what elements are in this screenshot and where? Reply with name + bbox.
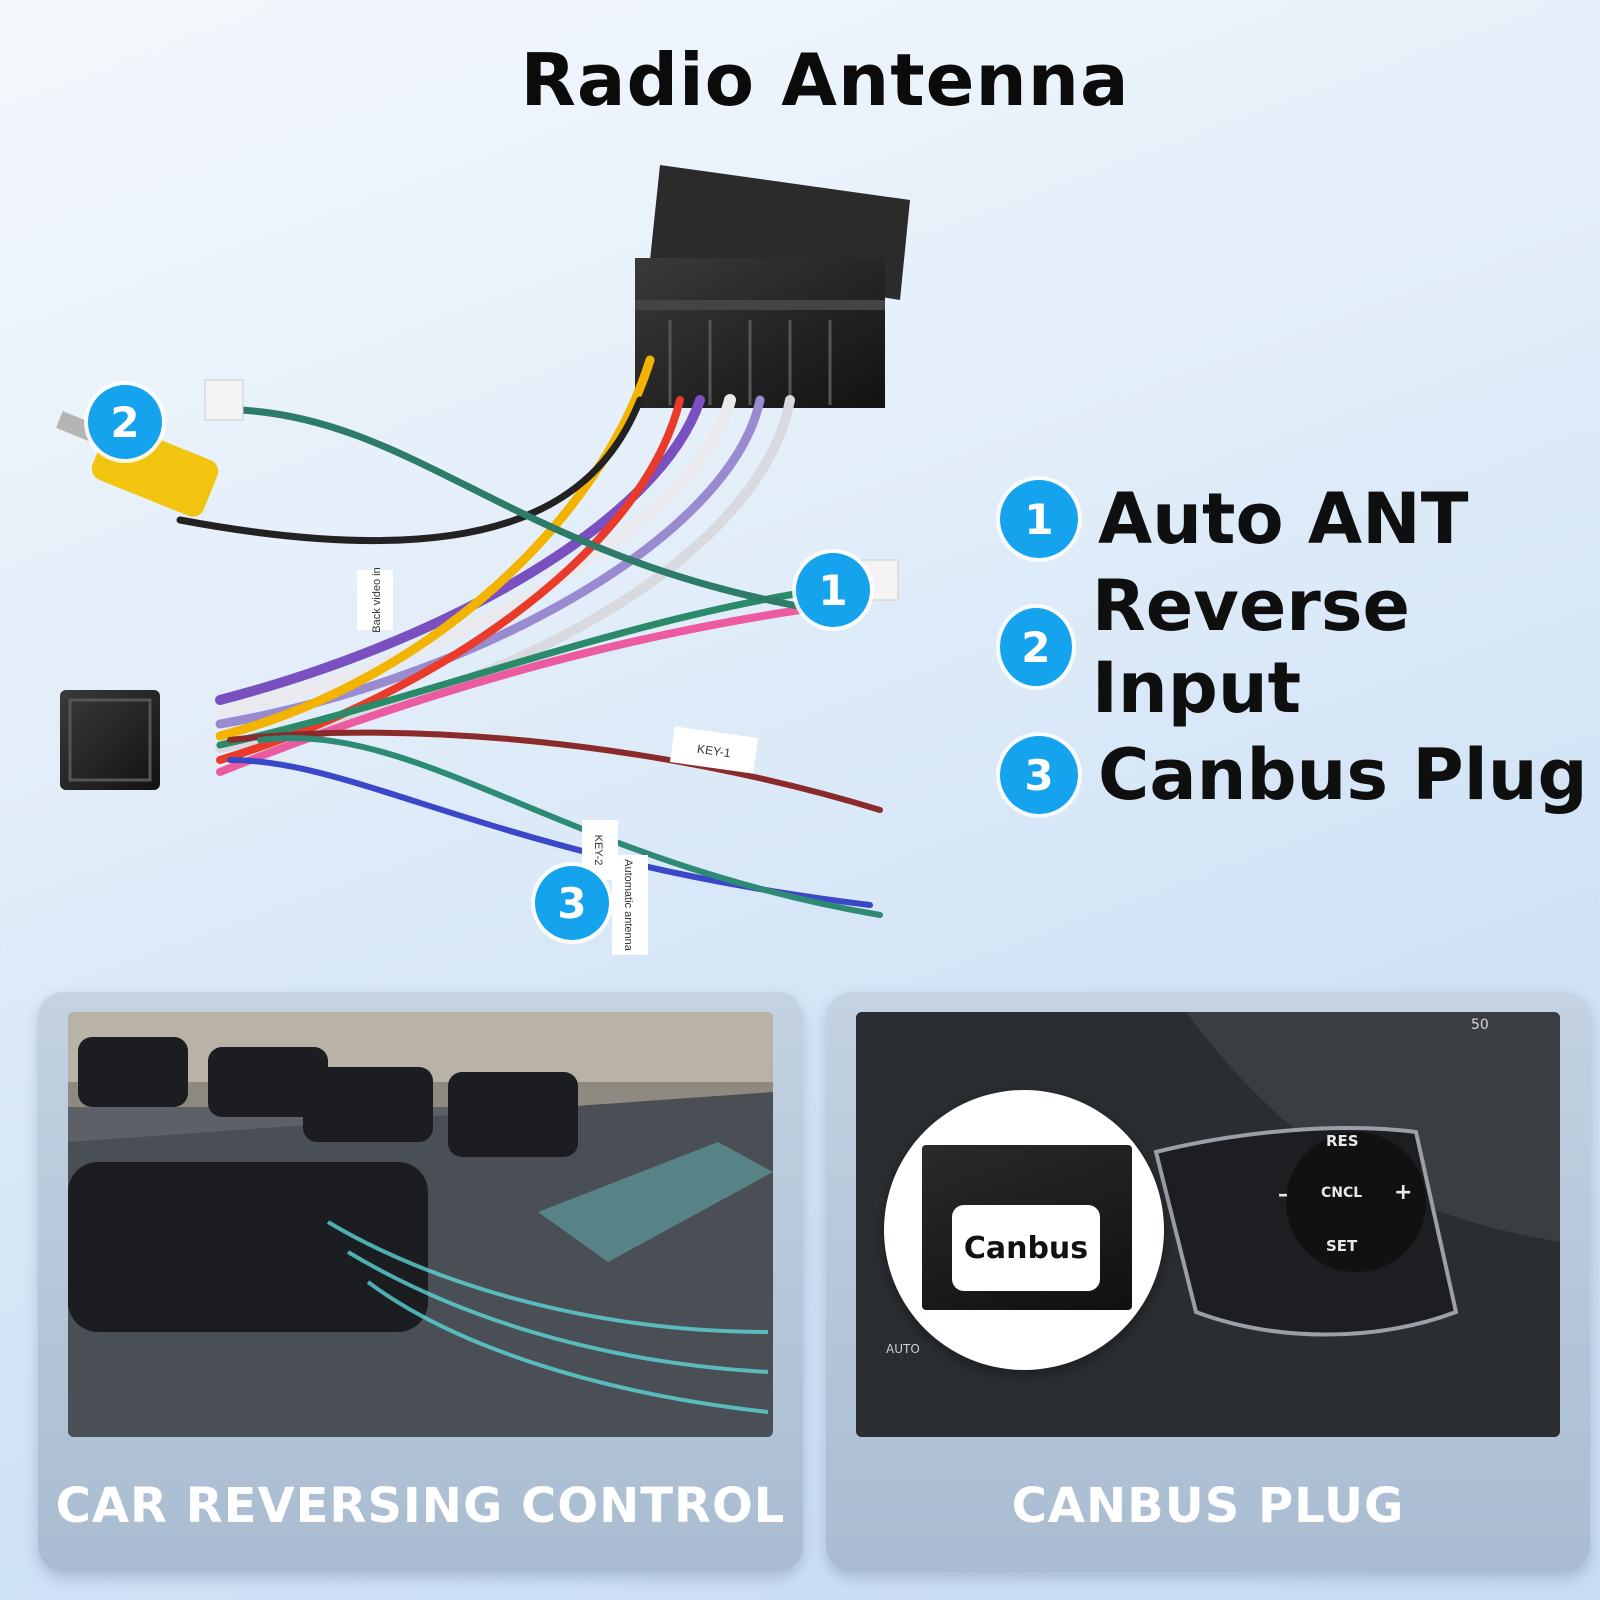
steering-button-minus: –: [1278, 1182, 1288, 1206]
wire-label-back-video: Back video in: [357, 567, 393, 633]
harness-badge-1: 1: [796, 553, 870, 627]
legend-number-3: 3: [1000, 736, 1078, 814]
speedometer-label: 50: [1471, 1017, 1489, 1033]
canbus-plug-caption: CANBUS PLUG: [1011, 1478, 1405, 1534]
harness-badge-3: 3: [535, 866, 609, 940]
steering-button-cncl: CNCL: [1321, 1185, 1363, 1201]
wire-label-auto-antenna: Automatic antenna: [612, 855, 648, 955]
quadlock-connector-icon: [635, 165, 910, 408]
svg-text:Back video in: Back video in: [371, 567, 383, 632]
car-reversing-caption: CAR REVERSING CONTROL: [55, 1478, 786, 1534]
legend-number-1: 1: [1000, 480, 1078, 558]
page-title: Radio Antenna: [520, 38, 1130, 122]
canbus-module-circle: Canbus: [884, 1090, 1164, 1370]
steering-button-res: RES: [1326, 1132, 1359, 1150]
svg-text:KEY-1: KEY-1: [696, 742, 732, 761]
svg-text:Automatic antenna: Automatic antenna: [622, 859, 634, 952]
legend-label-canbus-plug: Canbus Plug: [1098, 734, 1588, 816]
dash-auto-label: AUTO: [886, 1342, 920, 1356]
canbus-plug-panel: RES CNCL SET – + AUTO 50 Canbus CANBUS P…: [826, 992, 1590, 1572]
harness-badge-2: 2: [88, 385, 162, 459]
legend-label-auto-ant: Auto ANT: [1098, 478, 1469, 560]
canbus-module-icon: Canbus: [922, 1145, 1132, 1310]
car-reversing-panel: CAR REVERSING CONTROL: [38, 992, 803, 1572]
parking-lot-photo: [68, 1012, 773, 1437]
feature-legend: 1 Auto ANT 2 Reverse Input 3 Canbus Plug: [1000, 455, 1600, 839]
legend-item-canbus-plug: 3 Canbus Plug: [1000, 711, 1600, 839]
canbus-module-label: Canbus: [952, 1205, 1100, 1291]
steering-button-set: SET: [1326, 1237, 1358, 1255]
legend-item-reverse-input: 2 Reverse Input: [1000, 565, 1600, 729]
coaxial-antenna-plug-icon: [56, 411, 100, 443]
wire-label-key2: KEY-2: [582, 820, 618, 880]
steering-button-plus: +: [1394, 1180, 1413, 1205]
legend-label-reverse-input: Reverse Input: [1091, 565, 1410, 729]
svg-text:KEY-2: KEY-2: [592, 835, 604, 866]
legend-number-2: 2: [1000, 608, 1072, 686]
legend-item-auto-ant: 1 Auto ANT: [1000, 455, 1600, 583]
wire-label-key1: KEY-1: [669, 726, 759, 774]
iso-connector-icon: [60, 690, 160, 790]
steering-wheel-photo: RES CNCL SET – + AUTO 50 Canbus: [856, 1012, 1560, 1437]
